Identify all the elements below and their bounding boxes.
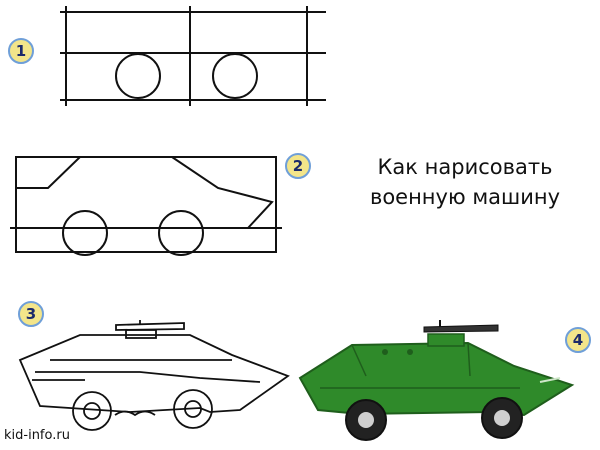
site-watermark: kid-info.ru (4, 428, 70, 443)
step-1-sketch (60, 6, 326, 106)
step-number-badge-3: 3 (18, 301, 44, 327)
step-number-badge-2: 2 (285, 153, 311, 179)
title-line-2: военную машину (369, 185, 561, 209)
step-number-badge-1: 1 (8, 38, 34, 64)
title-line-1: Как нарисовать (377, 155, 553, 179)
step-2-sketch (10, 156, 282, 256)
step-4-vehicle (298, 320, 575, 441)
step-number-badge-4: 4 (565, 327, 591, 353)
step-3-sketch (18, 320, 290, 431)
page-title: Как нарисовать военную машину (330, 152, 600, 212)
